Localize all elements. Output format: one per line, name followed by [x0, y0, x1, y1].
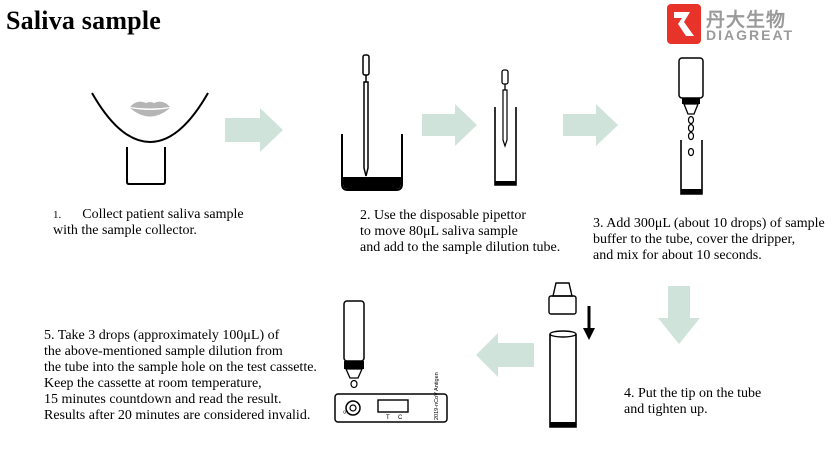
brand-name-cn: 丹大生物 [706, 9, 787, 31]
brand-name-en: DIAGREAT [706, 27, 795, 43]
step-2-text: 2. Use the disposable pipettor to move 8… [360, 208, 561, 255]
arrow-right-icon [563, 104, 618, 146]
drops-icon [687, 115, 695, 157]
cassette-side-text: 2019-nCoV Antigen [434, 372, 440, 420]
lips-icon [130, 101, 170, 117]
dropper-tip-icon [548, 282, 577, 315]
buffer-bottle-icon [678, 57, 704, 115]
step-4-text: 4. Put the tip on the tube and tighten u… [624, 386, 762, 417]
arrow-right-icon [422, 104, 477, 146]
beaker-icon [341, 134, 403, 191]
brand-logo-icon [667, 4, 701, 44]
cassette-line-c: C [398, 415, 403, 421]
step-3-text: 3. Add 300μL (about 10 drops) of sample … [593, 216, 825, 263]
page-title: Saliva sample [6, 6, 162, 35]
tube-icon [549, 330, 577, 428]
cassette-line-t: T [386, 415, 390, 421]
step-1-number: 1. [53, 209, 62, 221]
pipettor-icon [362, 54, 370, 177]
inverted-tube-icon [343, 300, 365, 389]
arrow-down-icon [658, 286, 700, 344]
tighten-arrow-icon [583, 306, 595, 340]
arrow-right-icon [225, 108, 283, 152]
arrow-left-icon [476, 333, 534, 377]
face-outline [91, 92, 209, 144]
step-1-text: 1. Collect patient saliva sample with th… [53, 207, 244, 239]
sample-collector-icon [126, 147, 166, 185]
sample-tube-icon [680, 140, 703, 195]
step-1-body: Collect patient saliva sample with the s… [53, 207, 244, 238]
cassette-well-label: S [344, 410, 350, 414]
test-cassette-icon [334, 393, 448, 423]
step-5-text: 5. Take 3 drops (approximately 100μL) of… [44, 328, 317, 423]
dilution-tube-icon [494, 69, 517, 186]
